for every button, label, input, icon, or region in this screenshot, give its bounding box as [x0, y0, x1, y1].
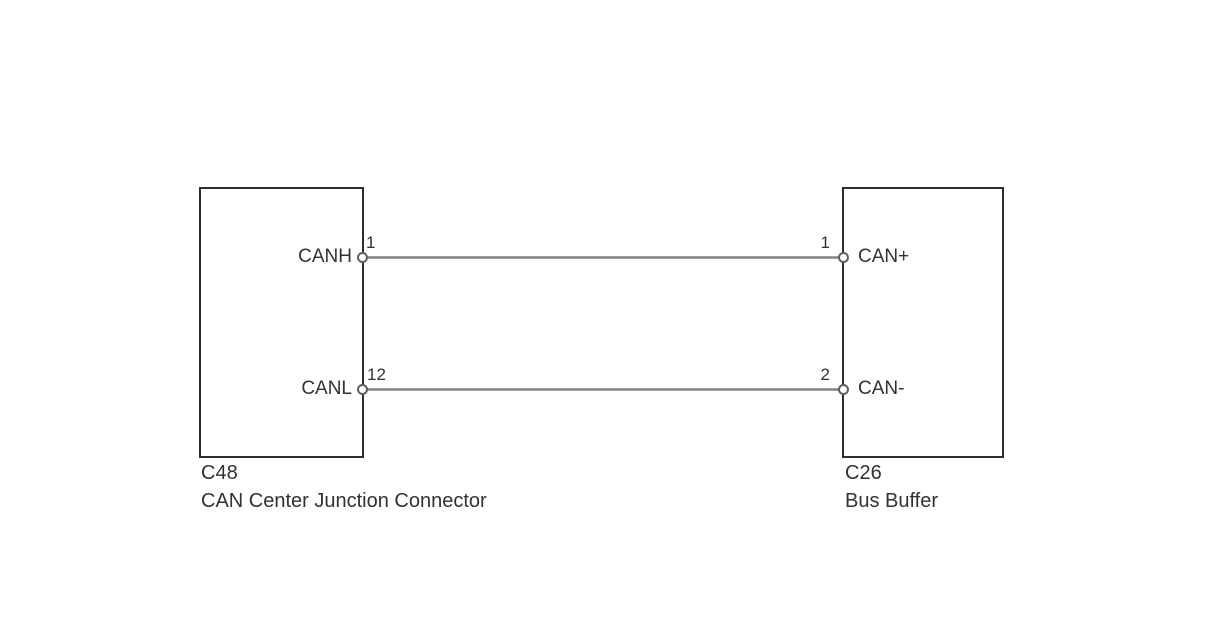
component-box-c26	[842, 187, 1004, 458]
pin-number-c26-2: 2	[820, 365, 830, 384]
pin-terminal-c48-1-icon	[357, 252, 368, 263]
wire-canh-to-canplus	[363, 256, 843, 259]
pin-label-canh: CANH	[298, 246, 352, 267]
pin-terminal-c26-1-icon	[838, 252, 849, 263]
component-id-c26: C26	[845, 462, 882, 484]
pin-terminal-c26-2-icon	[838, 384, 849, 395]
pin-number-c26-1: 1	[820, 233, 830, 252]
component-name-c48: CAN Center Junction Connector	[201, 490, 487, 512]
wire-canl-to-canminus	[363, 388, 843, 391]
pin-number-c48-12: 12	[367, 365, 386, 384]
pin-label-canl: CANL	[301, 378, 352, 399]
component-id-c48: C48	[201, 462, 238, 484]
component-box-c48	[199, 187, 364, 458]
pin-label-canplus: CAN+	[858, 246, 910, 267]
pin-label-canminus: CAN-	[858, 378, 905, 399]
pin-terminal-c48-12-icon	[357, 384, 368, 395]
pin-number-c48-1: 1	[366, 233, 376, 252]
component-name-c26: Bus Buffer	[845, 490, 939, 512]
